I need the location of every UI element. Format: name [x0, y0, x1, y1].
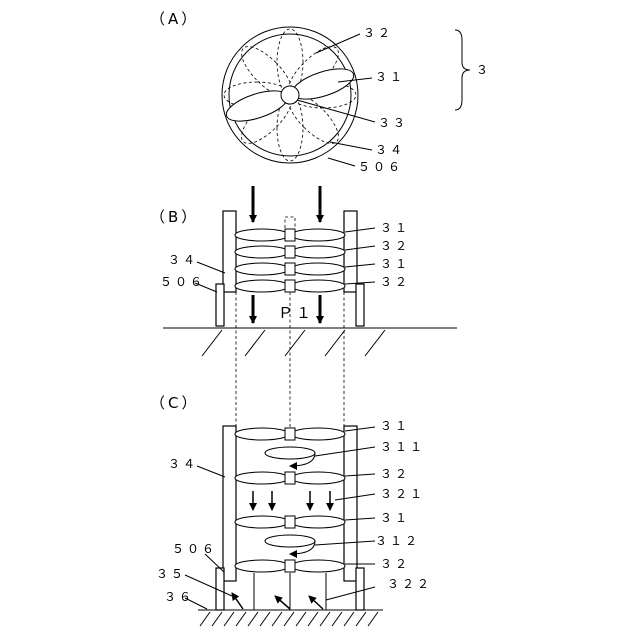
b-ref-32a: ３２: [380, 239, 410, 253]
b-ref-34: ３４: [168, 253, 198, 267]
c-ref-34: ３４: [168, 457, 198, 471]
blade-stack: [235, 229, 345, 292]
ref-33: ３３: [378, 116, 408, 130]
frame-right-506-c: [356, 568, 364, 610]
pressure-p1: Ｐ１: [278, 304, 314, 322]
wall-right-34: [344, 211, 357, 292]
wall-left-34-c: [223, 426, 236, 581]
wall-right-34-c: [344, 426, 357, 581]
panel-c-label: （C）: [150, 394, 199, 412]
frame-left-506: [216, 284, 224, 326]
ref-506: ５０６: [358, 160, 403, 174]
c-ref-506: ５０６: [172, 542, 217, 556]
ref-34: ３４: [375, 143, 405, 157]
c-ref-322: ３２２: [387, 577, 432, 591]
ground-hatch-b: [202, 330, 385, 356]
ground-hatch-c: [200, 612, 378, 626]
c-ref-32-bottom: ３２: [380, 557, 410, 571]
panel-c: （C）: [150, 394, 432, 626]
ref-31: ３１: [375, 70, 405, 84]
c-ref-312: ３１２: [375, 534, 420, 548]
ref-3: ３: [476, 63, 491, 77]
c-ref-311: ３１１: [380, 440, 425, 454]
hub-33: [281, 86, 299, 104]
panel-a: （A） ３２ ３１ ３３ ３４ ５０６ ３: [150, 10, 491, 174]
c-ref-321: ３２１: [380, 487, 425, 501]
c-ref-31-top: ３１: [380, 419, 410, 433]
b-ref-31a: ３１: [380, 221, 410, 235]
wall-left-34: [223, 211, 236, 292]
panel-b-label: （B）: [150, 208, 199, 226]
b-ref-32b: ３２: [380, 275, 410, 289]
c-ref-35: ３５: [156, 567, 186, 581]
ref-32: ３２: [363, 26, 393, 40]
panel-a-label: （A）: [150, 10, 199, 28]
c-ref-32-mid: ３２: [380, 467, 410, 481]
frame-right-506: [356, 284, 364, 326]
group-brace: [455, 30, 470, 110]
c-ref-36: ３６: [164, 590, 194, 604]
b-ref-506: ５０６: [160, 275, 205, 289]
b-ref-31b: ３１: [380, 257, 410, 271]
panel-b: （B） Ｐ１: [150, 186, 457, 356]
c-ref-31-low: ３１: [380, 511, 410, 525]
